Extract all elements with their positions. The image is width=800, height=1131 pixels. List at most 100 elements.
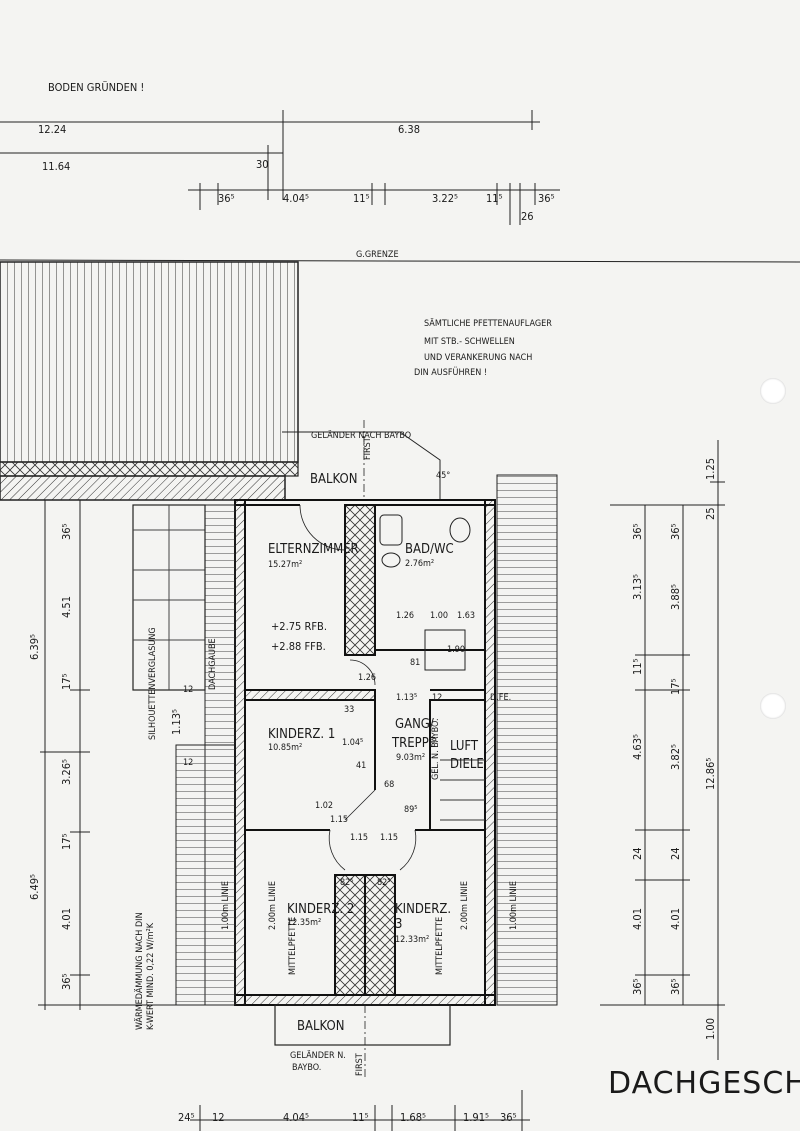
property-line-label: G.GRENZE [356, 250, 399, 260]
dim-left-6: 17⁵ [60, 833, 73, 850]
room-kinder1-name: KINDERZ. 1 [268, 727, 335, 742]
dim-inner-13: 1.02 [315, 801, 333, 811]
dim-bottom-0: 24⁵ [178, 1111, 195, 1124]
dim-chain-3: 3.22⁵ [432, 192, 458, 205]
glazing-label: SILHOUETTENVERGLASUNG [148, 627, 158, 740]
top-dimensions [0, 110, 560, 225]
dim-chain-2: 11⁵ [353, 192, 370, 205]
dim-inner-3: 1.90 [447, 645, 465, 655]
dim-right-3: 36⁵ [669, 523, 682, 540]
dfe-label: D.FE. [490, 693, 511, 703]
dim-right-16: 36⁵ [669, 978, 682, 995]
ridge-label-bottom: FIRST [355, 1053, 365, 1076]
dim-chain-5: 26 [521, 210, 534, 223]
punch-hole-top [760, 378, 786, 404]
dim-inner-5: 1.13⁵ [396, 693, 417, 703]
dim-inner-14: 1.15 [330, 815, 348, 825]
dim-right-6: 11⁵ [631, 658, 644, 675]
railing-bottom-line-1: GELÄNDER N. [290, 1050, 346, 1061]
dim-11-64: 11.64 [42, 160, 70, 173]
dim-right-4: 3.13⁵ [631, 574, 644, 600]
dim-right-2: 36⁵ [631, 523, 644, 540]
room-eltern-rfb: +2.75 RFB. [271, 620, 327, 633]
room-kinder3-area: 12.33m² [395, 935, 429, 945]
room-kinder2-area: 12.35m² [287, 918, 321, 928]
insulation-line-1: WÄRMEDÄMMUNG NACH DIN [134, 912, 145, 1030]
room-gang-area: 9.03m² [396, 753, 425, 763]
room-kinder2-name: KINDERZ. 2 [287, 902, 354, 917]
dim-bottom-5: 1.91⁵ [463, 1111, 489, 1124]
dim-right-13: 4.01 [631, 908, 644, 930]
dim-right-9: 3.82⁵ [669, 744, 682, 770]
dim-left-2: 6.39⁵ [28, 634, 41, 660]
property-line [0, 259, 800, 263]
dim-inner-7: 1.26 [358, 673, 376, 683]
room-kinder1-area: 10.85m² [268, 743, 302, 753]
room-eltern-ffb: +2.88 FFB. [271, 640, 326, 653]
dim-inner-10: 41 [356, 761, 366, 771]
dim-bottom-1: 12 [212, 1111, 225, 1124]
dim-inner-0: 1.26 [396, 611, 414, 621]
room-gang-name2: TREPPE [391, 736, 436, 751]
dim-bottom-4: 1.68⁵ [400, 1111, 426, 1124]
dim-right-8: 4.63⁵ [631, 734, 644, 760]
door-swings [299, 504, 417, 871]
dim-12-24: 12.24 [38, 123, 66, 136]
left-dimension-lines [38, 499, 235, 1010]
dim-inner-16: 1.15 [380, 833, 398, 843]
room-gang-name: GANG/ [395, 717, 434, 732]
line-200-left: 2.00m LINIE [268, 881, 278, 930]
roof-eave-strip [0, 461, 299, 477]
balcony-bottom [274, 1004, 451, 1046]
dim-30: 30 [256, 158, 269, 171]
dim-right-15: 36⁵ [631, 978, 644, 995]
stair [440, 759, 485, 821]
angle-label: 45° [436, 471, 450, 481]
dim-inner-1: 1.00 [430, 611, 448, 621]
dim-right-10: 12.86⁵ [704, 758, 717, 790]
line-100-right: 1.00m LINIE [509, 881, 519, 930]
drawing-title: DACHGESCHOS [608, 1066, 800, 1101]
dim-inner-11: 68 [384, 780, 394, 790]
purlin-left: MITTELPFETTE [288, 917, 298, 975]
note-line-1: SÄMTLICHE PFETTENAUFLAGER [424, 318, 552, 329]
dim-left-1: 4.51 [60, 596, 73, 618]
purlin-right: MITTELPFETTE [435, 917, 445, 975]
neighbour-roof [0, 261, 299, 463]
dim-right-1: 25 [704, 507, 717, 520]
dim-right-5: 3.88⁵ [669, 584, 682, 610]
dim-inner-20: 12 [183, 758, 193, 768]
dim-inner-6: 12 [432, 693, 442, 703]
header-note: BODEN GRÜNDEN ! [48, 81, 144, 94]
dim-inner-17: 82⁵ [340, 878, 354, 888]
dim-6-38: 6.38 [398, 123, 420, 136]
railing-top-label: GELÄNDER NACH BAYBO [311, 430, 411, 441]
note-line-2: MIT STB.- SCHWELLEN [424, 337, 515, 347]
insulation-line-2: K-WERT MIND. 0,22 W/m²K [146, 922, 156, 1030]
dim-right-14: 4.01 [669, 908, 682, 930]
balcony-top-label: BALKON [310, 472, 357, 487]
dim-left-3: 17⁵ [60, 673, 73, 690]
bath-fixtures [379, 514, 471, 671]
dim-right-0: 1.25 [704, 458, 717, 480]
dim-inner-15: 1.15 [350, 833, 368, 843]
dim-right-12: 24 [669, 847, 682, 860]
dim-inner-9: 1.04⁵ [342, 738, 363, 748]
room-kinder3-name: KINDERZ. [395, 902, 451, 917]
dim-right-17: 1.00 [704, 1018, 717, 1040]
note-line-4: DIN AUSFÜHREN ! [414, 367, 487, 378]
dim-inner-8: 33 [344, 705, 354, 715]
roof-slope-right [496, 474, 558, 1006]
interior-walls [244, 504, 486, 996]
room-kinder3-name2: 3 [395, 917, 402, 932]
dim-left-7: 6.49⁵ [28, 874, 41, 900]
dim-left-5: 3.26⁵ [60, 759, 73, 785]
room-bad-name: BAD/WC [405, 542, 454, 557]
dim-inner-18: 82⁵ [377, 878, 391, 888]
right-dimension-lines [600, 440, 725, 1060]
dim-chain-6: 36⁵ [538, 192, 555, 205]
dim-inner-4: 81 [410, 658, 420, 668]
dim-inner-12: 89⁵ [404, 805, 418, 815]
dim-inner-19: 12 [183, 685, 193, 695]
